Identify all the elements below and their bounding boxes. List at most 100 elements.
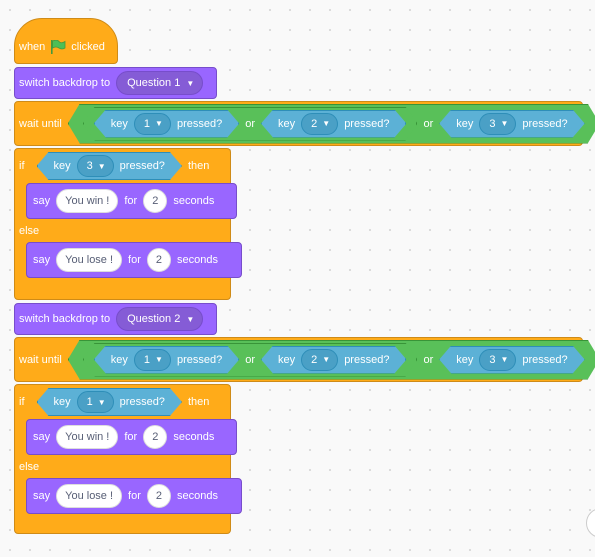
say-for-secs-block[interactable]: say You win ! for 2 seconds xyxy=(26,183,237,219)
pressed-label: pressed? xyxy=(522,353,568,366)
key-pressed-sensor[interactable]: key 1 ▼ pressed? xyxy=(94,346,239,374)
key-value: 2 xyxy=(311,353,318,366)
key-pressed-sensor[interactable]: key 3 ▼ pressed? xyxy=(439,346,584,374)
message-input[interactable]: You win ! xyxy=(56,189,119,213)
seconds-input[interactable]: 2 xyxy=(146,484,172,508)
switch-backdrop-label: switch backdrop to xyxy=(19,313,111,325)
wait-until-block[interactable]: wait until key 1 ▼ pressed? or key 2 ▼ p… xyxy=(14,101,583,146)
else-label: else xyxy=(19,225,40,237)
key-dropdown[interactable]: 3 ▼ xyxy=(77,155,114,177)
key-pressed-sensor[interactable]: key 3 ▼ pressed? xyxy=(37,152,182,180)
when-label: when xyxy=(19,41,46,53)
for-label: for xyxy=(128,254,141,266)
pressed-label: pressed? xyxy=(119,396,165,408)
switch-backdrop-block[interactable]: switch backdrop to Question 1 ▼ xyxy=(14,67,217,99)
caret-down-icon: ▼ xyxy=(500,119,509,128)
key-label: key xyxy=(110,353,128,366)
key-label: key xyxy=(456,353,474,366)
say-for-secs-block[interactable]: say You win ! for 2 seconds xyxy=(26,419,237,455)
key-value: 3 xyxy=(489,117,496,130)
or-operator-inner[interactable]: key 1 ▼ pressed? or key 2 ▼ pressed? xyxy=(83,107,418,141)
caret-down-icon: ▼ xyxy=(322,119,331,128)
seconds-label: seconds xyxy=(173,195,215,207)
caret-down-icon: ▼ xyxy=(155,119,163,128)
wait-until-label: wait until xyxy=(19,353,62,366)
caret-down-icon: ▼ xyxy=(322,355,331,364)
message-input[interactable]: You win ! xyxy=(56,425,119,449)
pressed-label: pressed? xyxy=(176,117,223,130)
caret-down-icon: ▼ xyxy=(97,161,106,171)
key-label: key xyxy=(53,396,71,408)
wait-until-label: wait until xyxy=(19,117,62,130)
key-pressed-sensor[interactable]: key 1 ▼ pressed? xyxy=(37,388,182,416)
seconds-label: seconds xyxy=(177,490,218,502)
say-for-secs-block[interactable]: say You lose ! for 2 seconds xyxy=(26,242,242,278)
key-label: key xyxy=(278,353,296,366)
pressed-label: pressed? xyxy=(522,117,568,130)
caret-down-icon: ▼ xyxy=(186,314,195,324)
key-dropdown[interactable]: 1 ▼ xyxy=(134,349,171,371)
key-dropdown[interactable]: 3 ▼ xyxy=(479,113,516,135)
for-label: for xyxy=(124,195,138,207)
key-value: 2 xyxy=(311,117,318,130)
green-flag-icon xyxy=(51,40,66,54)
key-value: 3 xyxy=(489,353,496,366)
then-label: then xyxy=(187,160,210,172)
when-flag-clicked-block[interactable]: when clicked xyxy=(14,18,118,64)
seconds-input[interactable]: 2 xyxy=(146,248,172,272)
switch-backdrop-block[interactable]: switch backdrop to Question 2 ▼ xyxy=(14,303,217,335)
key-pressed-sensor[interactable]: key 2 ▼ pressed? xyxy=(261,346,406,374)
seconds-label: seconds xyxy=(177,254,218,266)
key-pressed-sensor[interactable]: key 2 ▼ pressed? xyxy=(261,110,406,138)
backdrop-dropdown[interactable]: Question 1 ▼ xyxy=(116,71,204,95)
or-label: or xyxy=(245,353,256,366)
say-label: say xyxy=(33,431,51,443)
pressed-label: pressed? xyxy=(344,353,390,366)
or-label: or xyxy=(423,117,434,130)
if-label: if xyxy=(19,160,25,172)
key-value: 1 xyxy=(143,353,151,366)
key-label: key xyxy=(53,160,71,172)
message-input[interactable]: You lose ! xyxy=(56,484,123,508)
say-label: say xyxy=(33,490,51,502)
key-dropdown[interactable]: 2 ▼ xyxy=(301,349,338,371)
zoom-button[interactable] xyxy=(586,508,595,538)
key-value: 1 xyxy=(143,117,151,130)
for-label: for xyxy=(124,431,138,443)
say-for-secs-block[interactable]: say You lose ! for 2 seconds xyxy=(26,478,242,514)
key-label: key xyxy=(278,117,296,130)
for-label: for xyxy=(128,490,141,502)
or-operator-inner[interactable]: key 1 ▼ pressed? or key 2 ▼ pressed? xyxy=(83,343,418,377)
or-label: or xyxy=(423,353,434,366)
pressed-label: pressed? xyxy=(344,117,390,130)
backdrop-value: Question 2 xyxy=(127,313,181,325)
seconds-input[interactable]: 2 xyxy=(143,425,168,449)
caret-down-icon: ▼ xyxy=(155,355,163,364)
seconds-label: seconds xyxy=(173,431,215,443)
seconds-input[interactable]: 2 xyxy=(143,189,168,213)
key-value: 3 xyxy=(86,160,93,172)
key-dropdown[interactable]: 1 ▼ xyxy=(134,113,171,135)
if-label: if xyxy=(19,396,25,408)
switch-backdrop-label: switch backdrop to xyxy=(19,77,111,89)
backdrop-dropdown[interactable]: Question 2 ▼ xyxy=(116,307,204,331)
or-operator-outer[interactable]: key 1 ▼ pressed? or key 2 ▼ pressed? or … xyxy=(68,340,595,380)
clicked-label: clicked xyxy=(71,41,105,53)
caret-down-icon: ▼ xyxy=(500,355,509,364)
key-pressed-sensor[interactable]: key 3 ▼ pressed? xyxy=(439,110,584,138)
say-label: say xyxy=(33,195,51,207)
wait-until-block[interactable]: wait until key 1 ▼ pressed? or key 2 ▼ p… xyxy=(14,337,583,382)
key-dropdown[interactable]: 1 ▼ xyxy=(77,391,114,413)
caret-down-icon: ▼ xyxy=(97,397,106,407)
key-value: 1 xyxy=(86,396,93,408)
caret-down-icon: ▼ xyxy=(186,78,195,88)
key-dropdown[interactable]: 2 ▼ xyxy=(301,113,338,135)
key-label: key xyxy=(110,117,128,130)
say-label: say xyxy=(33,254,51,266)
or-operator-outer[interactable]: key 1 ▼ pressed? or key 2 ▼ pressed? or … xyxy=(68,104,595,144)
key-pressed-sensor[interactable]: key 1 ▼ pressed? xyxy=(94,110,239,138)
pressed-label: pressed? xyxy=(176,353,223,366)
key-dropdown[interactable]: 3 ▼ xyxy=(479,349,516,371)
message-input[interactable]: You lose ! xyxy=(56,248,123,272)
backdrop-value: Question 1 xyxy=(127,77,181,89)
